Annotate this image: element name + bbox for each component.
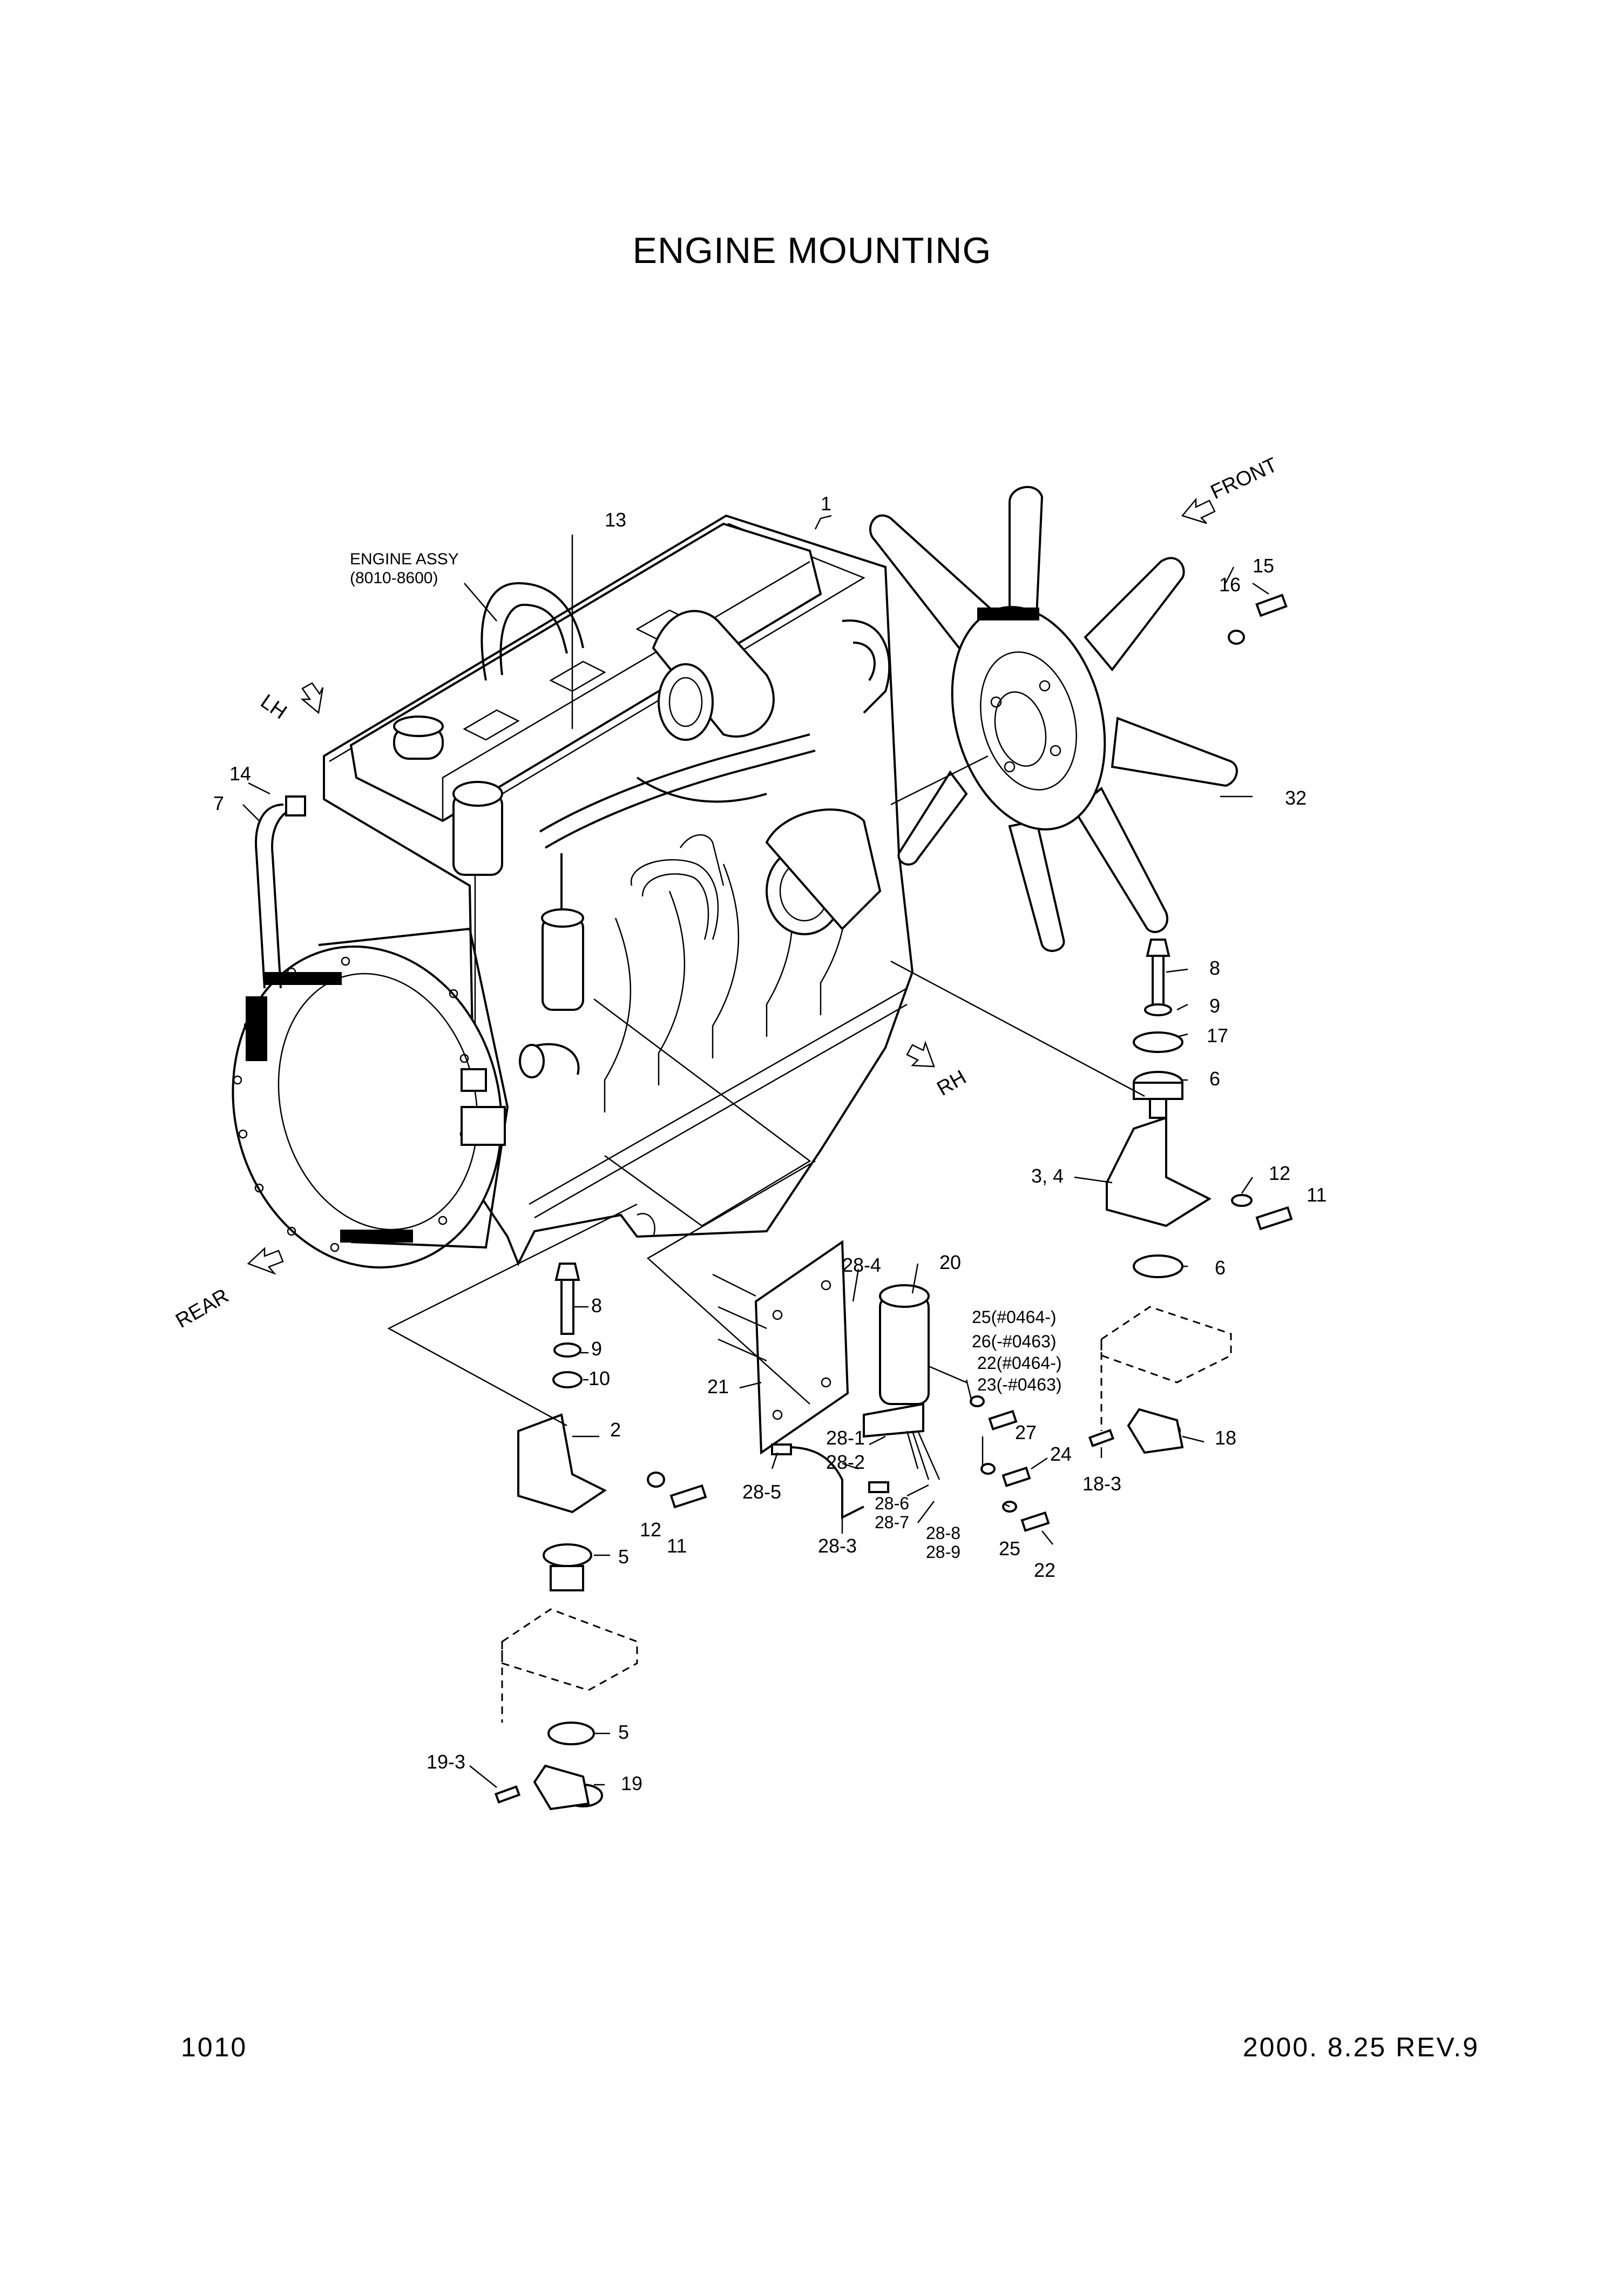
callout: 18: [1215, 1427, 1236, 1449]
callout: 11: [1307, 1184, 1327, 1206]
lh-direction-label: LH: [256, 690, 291, 724]
callout: 12: [640, 1519, 661, 1541]
callout: 13: [605, 509, 626, 531]
callout: 19: [621, 1772, 642, 1794]
engine-assembly: [232, 514, 914, 1269]
front-arrow-icon: [1181, 497, 1216, 524]
callout: 17: [1207, 1024, 1228, 1047]
callout: 19-3: [427, 1751, 465, 1773]
callout: 2: [610, 1419, 621, 1441]
callout: 28-1: [826, 1427, 865, 1449]
engine-assy-part-number: (8010-8600): [350, 569, 438, 587]
rear-left-mount: [494, 1263, 707, 1811]
page-number: 1010: [181, 2032, 248, 2062]
callout: 22(#0464-): [977, 1353, 1062, 1373]
callout: 16: [1219, 573, 1241, 596]
callout: 21: [707, 1375, 729, 1398]
rear-arrow-icon: [247, 1247, 284, 1275]
callout: 24: [1050, 1443, 1072, 1465]
callout: 6: [1209, 1068, 1220, 1090]
callout: 14: [229, 762, 251, 785]
callout: 5: [618, 1721, 629, 1743]
page-title: ENGINE MOUNTING: [632, 230, 992, 271]
callout: 6: [1215, 1257, 1226, 1279]
callout: 10: [588, 1367, 610, 1389]
callout: 28-2: [826, 1451, 865, 1473]
callout: 28-6: [875, 1494, 909, 1513]
callout: 11: [667, 1535, 687, 1557]
leader-lines: [242, 515, 1269, 1788]
front-direction-label: FRONT: [1207, 454, 1281, 504]
rh-arrow-icon: [906, 1040, 935, 1068]
callout: 12: [1269, 1162, 1290, 1184]
front-right-mount: [1088, 593, 1293, 1454]
callout: 28-3: [818, 1535, 857, 1557]
callout: 28-5: [742, 1481, 781, 1503]
callout: 1: [821, 492, 831, 515]
callout: 28-9: [926, 1542, 960, 1562]
callout: 27: [1015, 1421, 1037, 1443]
callout: 28-7: [875, 1513, 909, 1532]
callout: 15: [1253, 555, 1274, 577]
callout: 32: [1285, 787, 1307, 809]
callout: 7: [213, 792, 224, 814]
callout: 8: [591, 1294, 602, 1317]
revision-date: 2000. 8.25 REV.9: [1242, 2032, 1479, 2062]
callout: 25: [999, 1537, 1020, 1560]
callout: 23(-#0463): [977, 1375, 1062, 1394]
callout: 9: [591, 1338, 602, 1360]
callout: 5: [618, 1546, 629, 1568]
cooling-fan: [869, 486, 1238, 952]
lh-arrow-icon: [300, 682, 324, 714]
callout: 9: [1209, 995, 1220, 1017]
rh-direction-label: RH: [933, 1066, 971, 1101]
callout: 26(-#0463): [972, 1332, 1057, 1351]
callout: 20: [939, 1251, 961, 1273]
fuel-filter-assembly: [712, 1240, 1050, 1532]
callout: 25(#0464-): [972, 1307, 1057, 1327]
engine-assy-label: ENGINE ASSY: [350, 550, 459, 568]
rear-direction-label: REAR: [172, 1285, 233, 1333]
callout: 28-8: [926, 1523, 960, 1543]
callout: 22: [1034, 1559, 1055, 1581]
callout: 28-4: [842, 1254, 881, 1276]
callout: 18-3: [1082, 1473, 1121, 1495]
callout-labels: 1 13 15 16 32 14 7 8 9 17 6 3, 4 12 11 6…: [213, 492, 1327, 1794]
callout: 8: [1209, 957, 1220, 979]
callout: 3, 4: [1031, 1165, 1064, 1187]
direction-arrows: [247, 497, 1216, 1275]
